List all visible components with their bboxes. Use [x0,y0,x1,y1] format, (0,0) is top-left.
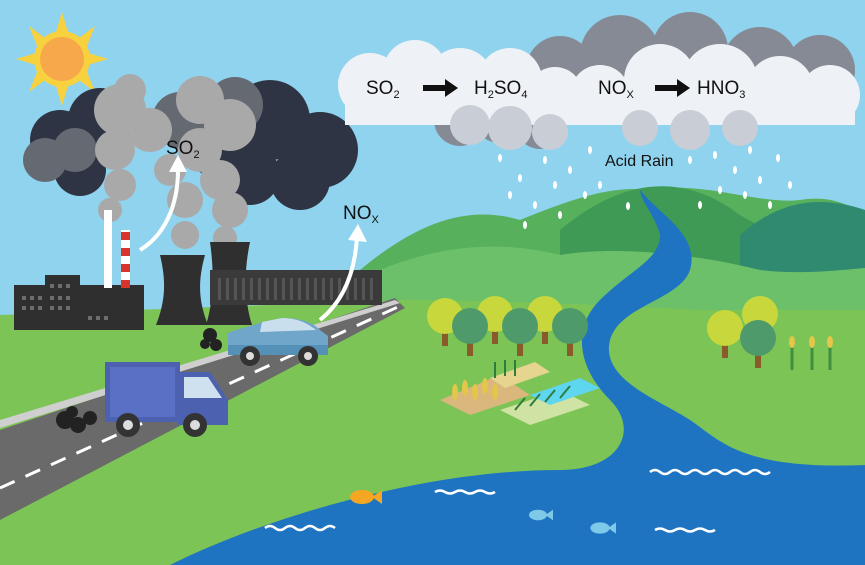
exhaust-smoke [56,328,222,433]
factory-so2-label: SO2 [166,138,200,161]
crop-field-icon [440,336,833,425]
reaction-arrow-icon [423,79,690,97]
vehicle-nox-label: NOX [343,203,379,226]
water-waves [264,468,771,533]
factory-icon [14,210,382,330]
sun-icon [16,12,108,106]
acid-rain-label: Acid Rain [605,153,674,170]
so2-reactant-label: SO2 [366,78,400,101]
smokestack-icon [104,210,130,288]
h2so4-product-label: H2SO4 [474,78,528,101]
nox-reactant-label: NOX [598,78,634,101]
car-icon [228,318,328,366]
rain-drops [498,146,792,229]
cloud-icon [338,12,860,150]
truck-icon [105,362,228,437]
hno3-product-label: HNO3 [697,78,746,101]
smoke-cloud [23,74,358,250]
arrow-icon [138,169,359,322]
